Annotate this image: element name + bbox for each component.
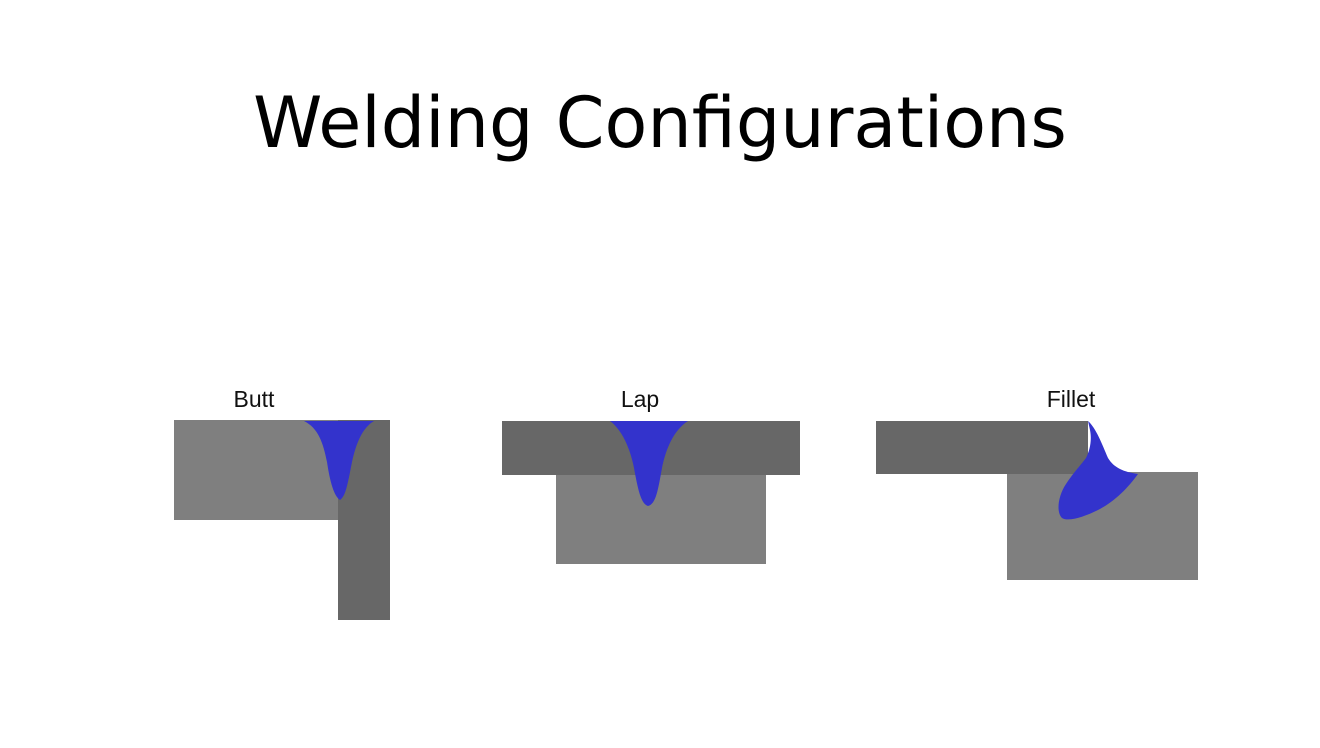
slide-title: Welding Configurations — [253, 82, 1067, 164]
lap-weld-bead — [610, 421, 688, 506]
lap-plate-bottom — [556, 475, 766, 564]
butt-plate-horizontal — [174, 420, 338, 520]
lap-label: Lap — [621, 386, 659, 412]
lap-joint: Lap — [502, 386, 800, 564]
fillet-plate-top — [876, 421, 1088, 474]
fillet-label: Fillet — [1047, 386, 1096, 412]
fillet-weld-bead — [1058, 421, 1138, 520]
fillet-joint: Fillet — [876, 386, 1198, 580]
butt-weld-bead — [304, 421, 374, 500]
butt-joint: Butt — [174, 386, 390, 620]
butt-label: Butt — [234, 386, 276, 412]
